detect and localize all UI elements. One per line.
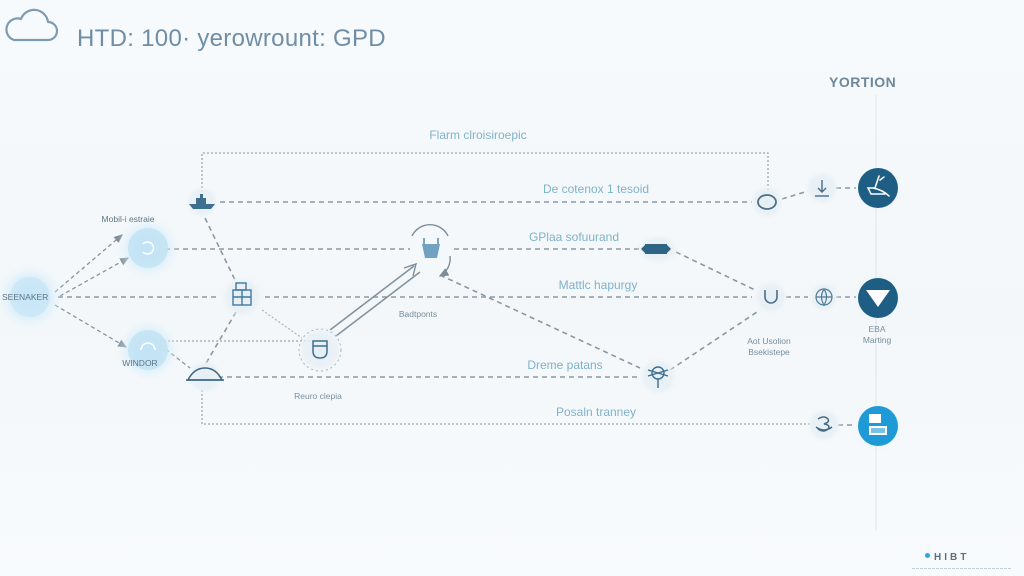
building-cup-connector (261, 309, 303, 339)
arc-icon (140, 342, 156, 351)
brand-logo: HIBT (934, 552, 970, 563)
horseshoe-node-label: Aot Usolion Bsekistepe (747, 336, 790, 358)
brand-tagline (912, 568, 1012, 569)
globe-node[interactable] (808, 281, 840, 313)
cloud-icon (5, 8, 59, 42)
window-node[interactable] (128, 330, 168, 370)
gear-icon (647, 366, 669, 388)
page-title: HTD: 100· yerowrount: GPD (77, 25, 386, 52)
lane-2-label: GPlaa sofuurand (528, 230, 620, 244)
basket-node[interactable] (411, 224, 451, 277)
gear-horseshoe-connector (669, 309, 761, 371)
lane-3-label: Mattlc hapurgy (558, 278, 638, 292)
gear-node[interactable] (638, 357, 678, 397)
horseshoe-node[interactable] (753, 279, 789, 315)
ring-download-connector (781, 190, 809, 200)
top-frame-label: Flarm clroisiroepic (429, 128, 527, 142)
lane-5-label: Posaln tranney (555, 405, 637, 419)
ring-node[interactable] (749, 184, 785, 220)
truck-node[interactable] (636, 234, 680, 264)
truck-icon (641, 244, 671, 254)
truck-horseshoe-connector (675, 251, 756, 291)
header: HTD: 100· yerowrount: GPD (0, 0, 1024, 80)
ring-icon (757, 194, 777, 210)
basket-gear-connector (439, 274, 641, 369)
basket-node-label: Badtponts (398, 309, 438, 319)
seat-icon (866, 175, 890, 197)
bottom-frame-connector (201, 390, 810, 425)
cup-node-label: Reuro clepia (294, 391, 342, 401)
filter-label-line-2: Marting (862, 335, 892, 345)
horseshoe-label-line-1: Aot Usolion (747, 336, 791, 346)
cloud-mound-node[interactable] (186, 359, 224, 395)
mobile-node[interactable] (128, 228, 168, 268)
filter-node-label: EBA Marting (863, 324, 891, 346)
brand-dot-icon (925, 553, 930, 558)
ship-building-connector (204, 217, 237, 283)
spiral-icon (815, 416, 833, 432)
top-frame-connector (201, 152, 769, 192)
ship-node[interactable] (185, 185, 219, 219)
refresh-icon (142, 241, 155, 255)
section-label: YORTION (829, 74, 897, 90)
building-node[interactable] (220, 275, 264, 319)
horseshoe-label-line-2: Bsekistepe (748, 347, 790, 357)
source-node-label: SEENAKER (2, 292, 49, 302)
globe-icon (815, 288, 833, 307)
filter-label-line-1: EBA (868, 324, 886, 334)
filter-icon (866, 290, 890, 307)
card-output-node[interactable] (858, 406, 898, 446)
window-node-label: WINDOR (122, 358, 158, 368)
filter-output-node[interactable] (858, 278, 898, 318)
source-mobile-arrow-1 (54, 234, 123, 293)
download-node[interactable] (804, 170, 840, 206)
ship-icon (189, 194, 215, 209)
horseshoe-icon (764, 290, 778, 304)
cup-basket-rail-2 (335, 271, 421, 337)
source-node[interactable] (10, 277, 50, 317)
lane-4-label: Dreme patans (527, 358, 603, 372)
download-icon (815, 180, 829, 197)
cup-icon (312, 340, 328, 359)
building-icon (232, 282, 252, 306)
source-mobile-arrow-2 (59, 257, 130, 297)
seat-output-node[interactable] (858, 168, 898, 208)
cup-basket-rail-1 (329, 265, 415, 331)
cup-node[interactable] (296, 326, 344, 374)
basket-icon (422, 238, 440, 258)
basket-return-arrow (403, 262, 417, 277)
cloud-mound-icon (186, 367, 224, 381)
building-cloud-connector (204, 311, 237, 366)
mobile-node-label: Mobil-i estraie (101, 214, 155, 224)
lane-1-label: De cotenox 1 tesoid (542, 182, 650, 196)
window-cloud-connector (159, 344, 191, 369)
spiral-node[interactable] (806, 407, 842, 443)
source-window-arrow (54, 304, 128, 348)
card-icon (869, 414, 887, 435)
